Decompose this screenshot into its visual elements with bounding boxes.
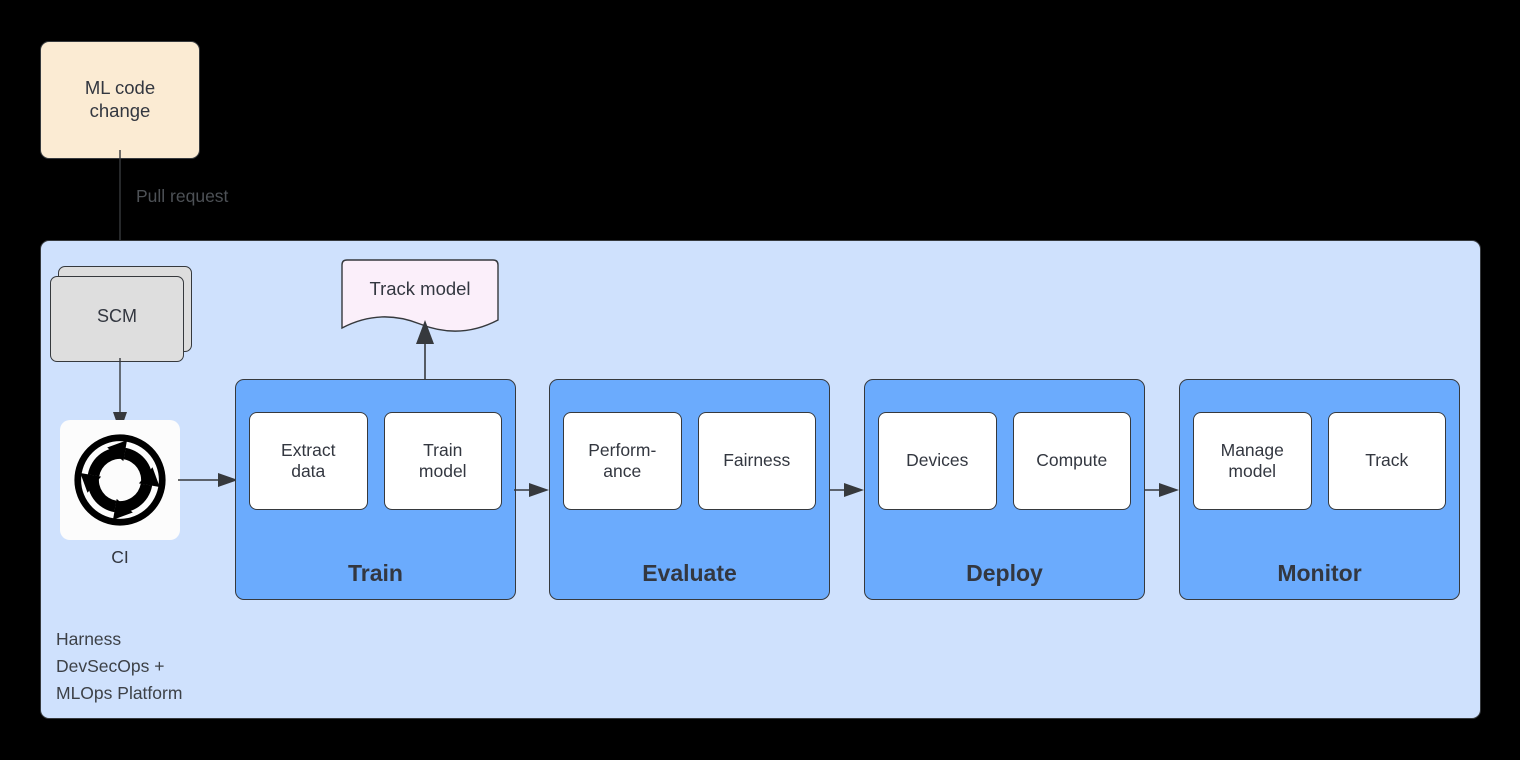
stage-train[interactable]: Extract data Train model Train: [235, 379, 516, 600]
document-shape-icon: [341, 259, 499, 332]
stage-deploy-substeps: Devices Compute: [865, 380, 1144, 542]
ci-node[interactable]: [60, 420, 180, 540]
ml-code-change-node[interactable]: ML code change: [40, 41, 200, 159]
edge-ci-to-train: [178, 473, 238, 487]
edge-deploy-to-monitor: [1144, 483, 1179, 497]
platform-caption: Harness DevSecOps + MLOps Platform: [56, 629, 183, 704]
stage-monitor-substeps: Manage model Track: [1180, 380, 1459, 542]
substep-label: Track: [1365, 450, 1409, 471]
substep-train-model[interactable]: Train model: [383, 412, 502, 510]
ml-code-change-label: ML code change: [84, 77, 156, 121]
stage-monitor[interactable]: Manage model Track Monitor: [1179, 379, 1460, 600]
pull-request-edge-label: Pull request: [136, 186, 229, 206]
substep-label: Compute: [1036, 450, 1108, 471]
stage-deploy[interactable]: Devices Compute Deploy: [864, 379, 1145, 600]
substep-label: Fairness: [723, 450, 791, 471]
substep-label: Devices: [906, 450, 969, 471]
substep-fairness[interactable]: Fairness: [697, 412, 816, 510]
track-model-document[interactable]: Track model: [340, 258, 500, 336]
continuous-integration-cycle-icon: [74, 434, 166, 526]
scm-node[interactable]: SCM: [50, 266, 196, 362]
substep-label: Train model: [418, 439, 467, 481]
substep-label: Extract data: [281, 439, 336, 481]
substep-label: Manage model: [1220, 439, 1284, 481]
substep-label: Perform- ance: [588, 439, 657, 481]
edge-train-to-evaluate: [514, 483, 549, 497]
stage-evaluate-title: Evaluate: [642, 560, 737, 586]
substep-devices[interactable]: Devices: [878, 412, 997, 510]
substep-compute[interactable]: Compute: [1012, 412, 1131, 510]
substep-manage-model[interactable]: Manage model: [1193, 412, 1312, 510]
substep-performance[interactable]: Perform- ance: [563, 412, 682, 510]
stage-evaluate-substeps: Perform- ance Fairness: [550, 380, 829, 542]
stage-deploy-title: Deploy: [966, 560, 1043, 586]
track-model-label: Track model: [369, 278, 471, 299]
stage-train-substeps: Extract data Train model: [236, 380, 515, 542]
stage-evaluate[interactable]: Perform- ance Fairness Evaluate: [549, 379, 830, 600]
scm-label: SCM: [97, 306, 137, 327]
ci-label: CI: [111, 547, 129, 567]
edge-train-to-track-model: [416, 320, 434, 382]
substep-track[interactable]: Track: [1327, 412, 1446, 510]
stage-monitor-title: Monitor: [1277, 560, 1362, 586]
scm-stack-front-sheet: SCM: [50, 276, 184, 362]
edge-evaluate-to-deploy: [829, 483, 864, 497]
stage-train-title: Train: [348, 560, 403, 586]
substep-extract-data[interactable]: Extract data: [249, 412, 368, 510]
